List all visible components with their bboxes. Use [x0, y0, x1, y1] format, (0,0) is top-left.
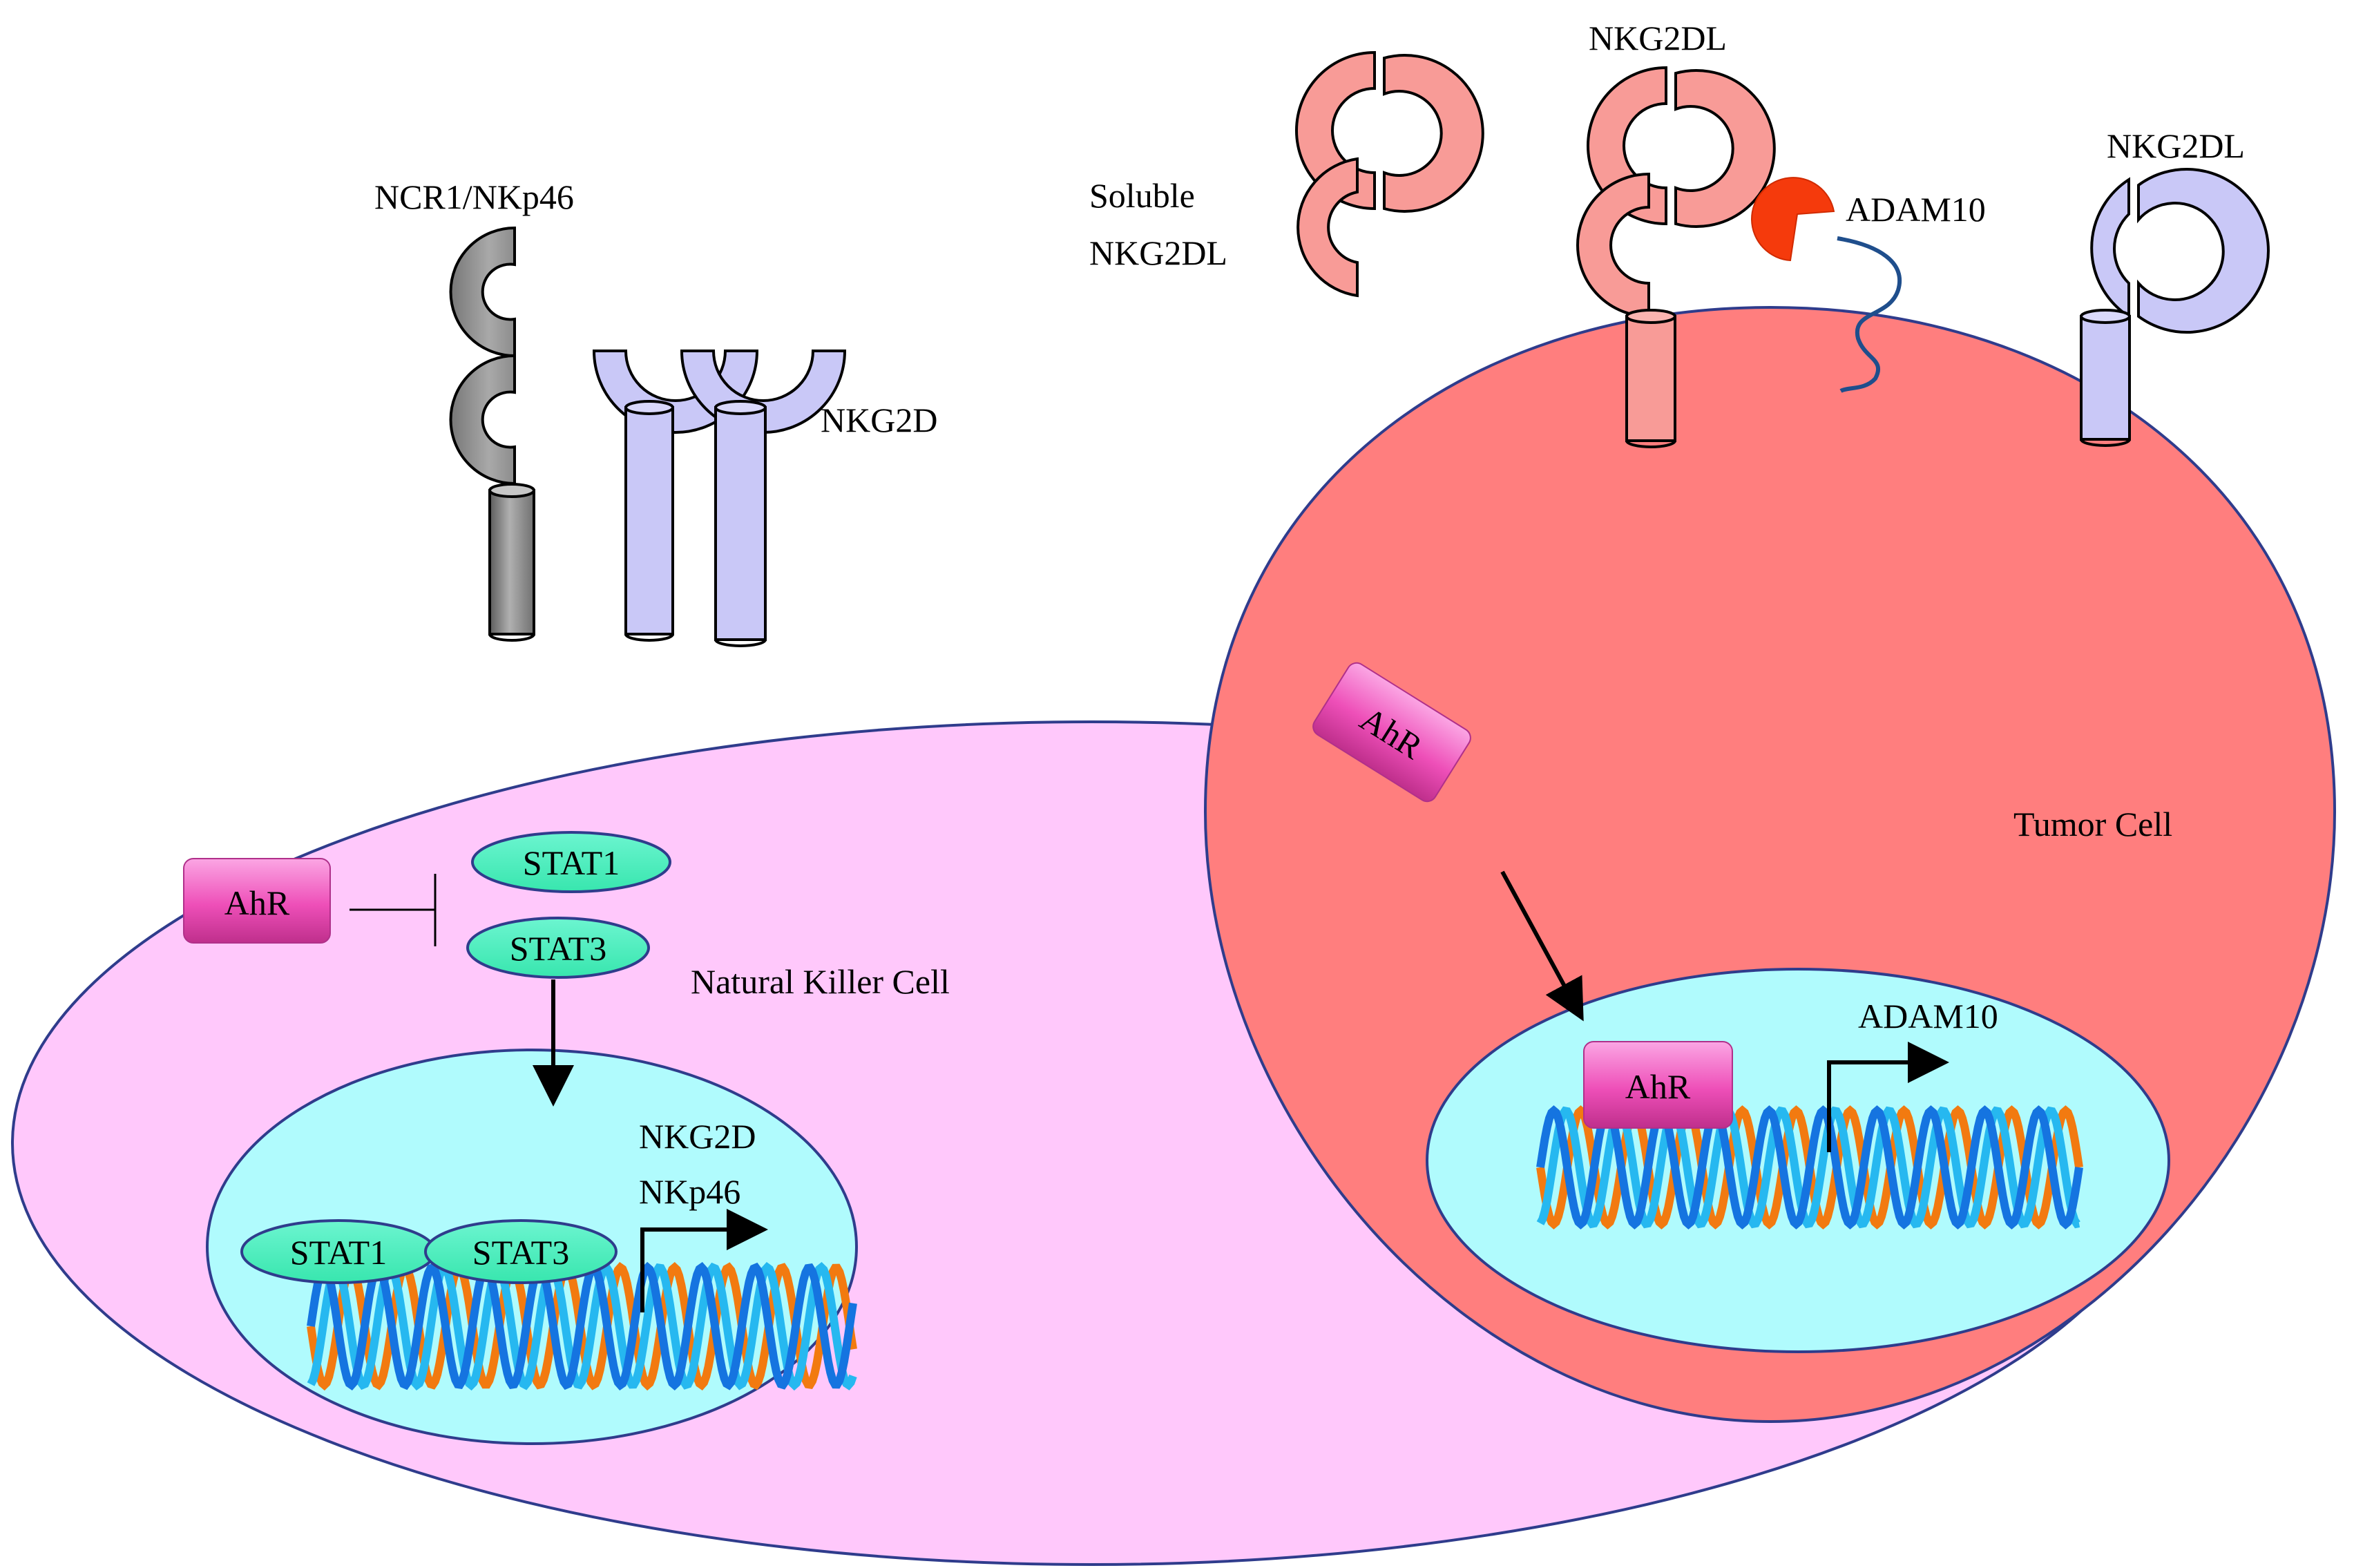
nkg2d-stalk-right — [714, 406, 767, 641]
soluble-nkg2dl-lower — [1296, 157, 1359, 298]
nkg2dl-blue-stalk — [2080, 315, 2131, 441]
inhibition-line — [350, 874, 437, 946]
nkg2d-stalk-top-left — [624, 400, 674, 415]
ahr-box-nk: AhR — [183, 858, 331, 944]
stat1-top-label: STAT1 — [523, 843, 620, 882]
soluble-nkg2dl — [1295, 50, 1484, 298]
nkg2dl-blue-ligand — [2080, 168, 2270, 447]
ncr1-stalk-top — [488, 483, 535, 498]
nkg2d-label: NKG2D — [821, 401, 937, 439]
ahr-tumor-dna-label: AhR — [1625, 1067, 1691, 1106]
tumor-cell-label: Tumor Cell — [2013, 805, 2172, 843]
ahr-box-tumor-dna: AhR — [1583, 1041, 1733, 1129]
ahr-box-tumor-cyto: AhR — [1312, 662, 1471, 803]
ahr-nuclear-translocation-arrow — [1500, 870, 1584, 1022]
adam10-tether — [1837, 236, 1902, 393]
nkg2dl-blue-right — [2137, 168, 2270, 334]
soluble-label-2: NKG2DL — [1089, 233, 1227, 272]
nk-transcription-arrow — [640, 1209, 768, 1312]
stat1-dna: STAT1 — [240, 1219, 437, 1284]
adam10-gene-label: ADAM10 — [1858, 997, 1998, 1035]
nkg2dl-pink-stalk-top — [1625, 309, 1676, 324]
nkg2d-stalk-bottom-right — [714, 639, 767, 647]
nkg2d-receptor-right — [680, 350, 847, 647]
nkg2dl-pink-stalk — [1625, 315, 1676, 442]
nkg2dl-pink-stalk-bottom — [1625, 440, 1676, 448]
nkg2dl-blue-stalk-top — [2080, 309, 2131, 324]
ahr-nk-label: AhR — [224, 883, 290, 922]
dna-strand-3 — [307, 1261, 857, 1391]
nk-genes-label-2: NKp46 — [639, 1172, 740, 1211]
adam10-transcription-arrow — [1827, 1042, 1949, 1152]
ncr1-receptor — [449, 226, 535, 642]
stat1-cyto: STAT1 — [471, 831, 671, 893]
nkg2dl-blue-left — [2090, 177, 2130, 319]
nkg2dl-blue-stalk-bottom — [2080, 439, 2131, 447]
stat3-cyto: STAT3 — [466, 917, 650, 979]
adam10-enzyme — [1751, 177, 1902, 393]
nkg2dl-pink-label: NKG2DL — [1589, 19, 1727, 57]
stat3-top-label: STAT3 — [510, 929, 606, 968]
ncr1-domain-lower — [449, 354, 516, 486]
ncr1-label: NCR1/NKp46 — [374, 178, 574, 216]
stat1-dna-label: STAT1 — [290, 1233, 387, 1272]
ncr1-stalk-bottom — [488, 633, 535, 642]
nkg2dl-pink-upper-right — [1674, 69, 1776, 228]
adam10-pacman — [1751, 177, 1835, 262]
ncr1-stalk — [488, 489, 535, 635]
stat3-dna: STAT3 — [424, 1219, 618, 1284]
nkg2d-stalk-left — [624, 406, 674, 635]
stat3-dna-label: STAT3 — [472, 1233, 569, 1272]
soluble-nkg2dl-upper-right — [1383, 54, 1484, 213]
soluble-label-1: Soluble — [1089, 176, 1195, 215]
nkg2d-receptor-left — [592, 350, 759, 642]
nkg2d-stalk-top-right — [714, 400, 767, 415]
nk-cell-label: Natural Killer Cell — [691, 962, 950, 1001]
nkg2dl-blue-label: NKG2DL — [2107, 126, 2245, 165]
nkg2dl-pink-lower — [1576, 172, 1650, 318]
ncr1-domain-upper — [449, 226, 516, 358]
nkg2d-stalk-bottom-left — [624, 633, 674, 642]
adam10-enzyme-label: ADAM10 — [1846, 190, 1986, 229]
nkg2dl-pink-ligand — [1576, 66, 1776, 448]
nk-genes-label-1: NKG2D — [639, 1117, 756, 1156]
dna-strand-3 — [1536, 1105, 2083, 1230]
